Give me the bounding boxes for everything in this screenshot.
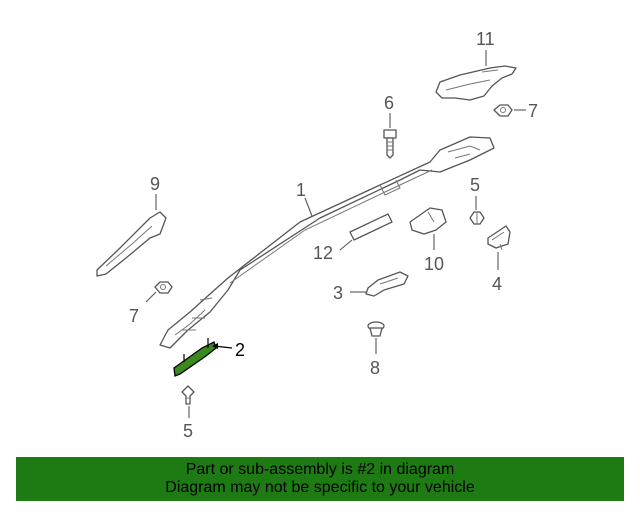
end-cover-part-9 [96, 211, 167, 277]
banner-line-part: Part or sub-assembly is #2 in diagram [185, 461, 455, 478]
bolt-part-6 [383, 129, 397, 159]
nut-part-7-upper [493, 104, 513, 117]
bracket-part-4 [487, 225, 511, 251]
callout-11: 11 [476, 29, 495, 49]
callout-8: 8 [370, 358, 380, 378]
callout-1: 1 [296, 180, 306, 200]
clip-part-5-right [469, 211, 485, 225]
banner-line-disclaimer: Diagram may not be specific to your vehi… [165, 479, 475, 496]
callout-7-upper: 7 [528, 101, 538, 121]
tape-part-12 [349, 213, 393, 241]
bracket-part-3 [365, 271, 409, 297]
roof-rail-part-1 [159, 136, 495, 349]
callout-5-right: 5 [470, 175, 480, 195]
grommet-part-8 [367, 321, 385, 337]
callout-10: 10 [424, 254, 444, 274]
leader-lines [145, 50, 526, 418]
callout-5-lower: 5 [183, 421, 193, 441]
cover-part-10 [409, 207, 447, 235]
parts-diagram: 1 2 3 4 5 5 6 7 7 8 9 10 11 12 [96, 29, 538, 441]
callout-2: 2 [235, 340, 245, 360]
bracket-part-2-highlighted [173, 338, 217, 377]
info-banner: Part or sub-assembly is #2 in diagram Di… [16, 457, 624, 501]
nut-part-7-lower [154, 281, 173, 294]
clip-part-5-lower [181, 385, 195, 405]
callout-3: 3 [333, 283, 343, 303]
callout-7-lower: 7 [129, 306, 139, 326]
callout-9: 9 [150, 174, 160, 194]
callout-6: 6 [384, 93, 394, 113]
callout-12: 12 [313, 243, 333, 263]
end-cover-part-11 [435, 65, 517, 101]
callout-4: 4 [492, 274, 502, 294]
